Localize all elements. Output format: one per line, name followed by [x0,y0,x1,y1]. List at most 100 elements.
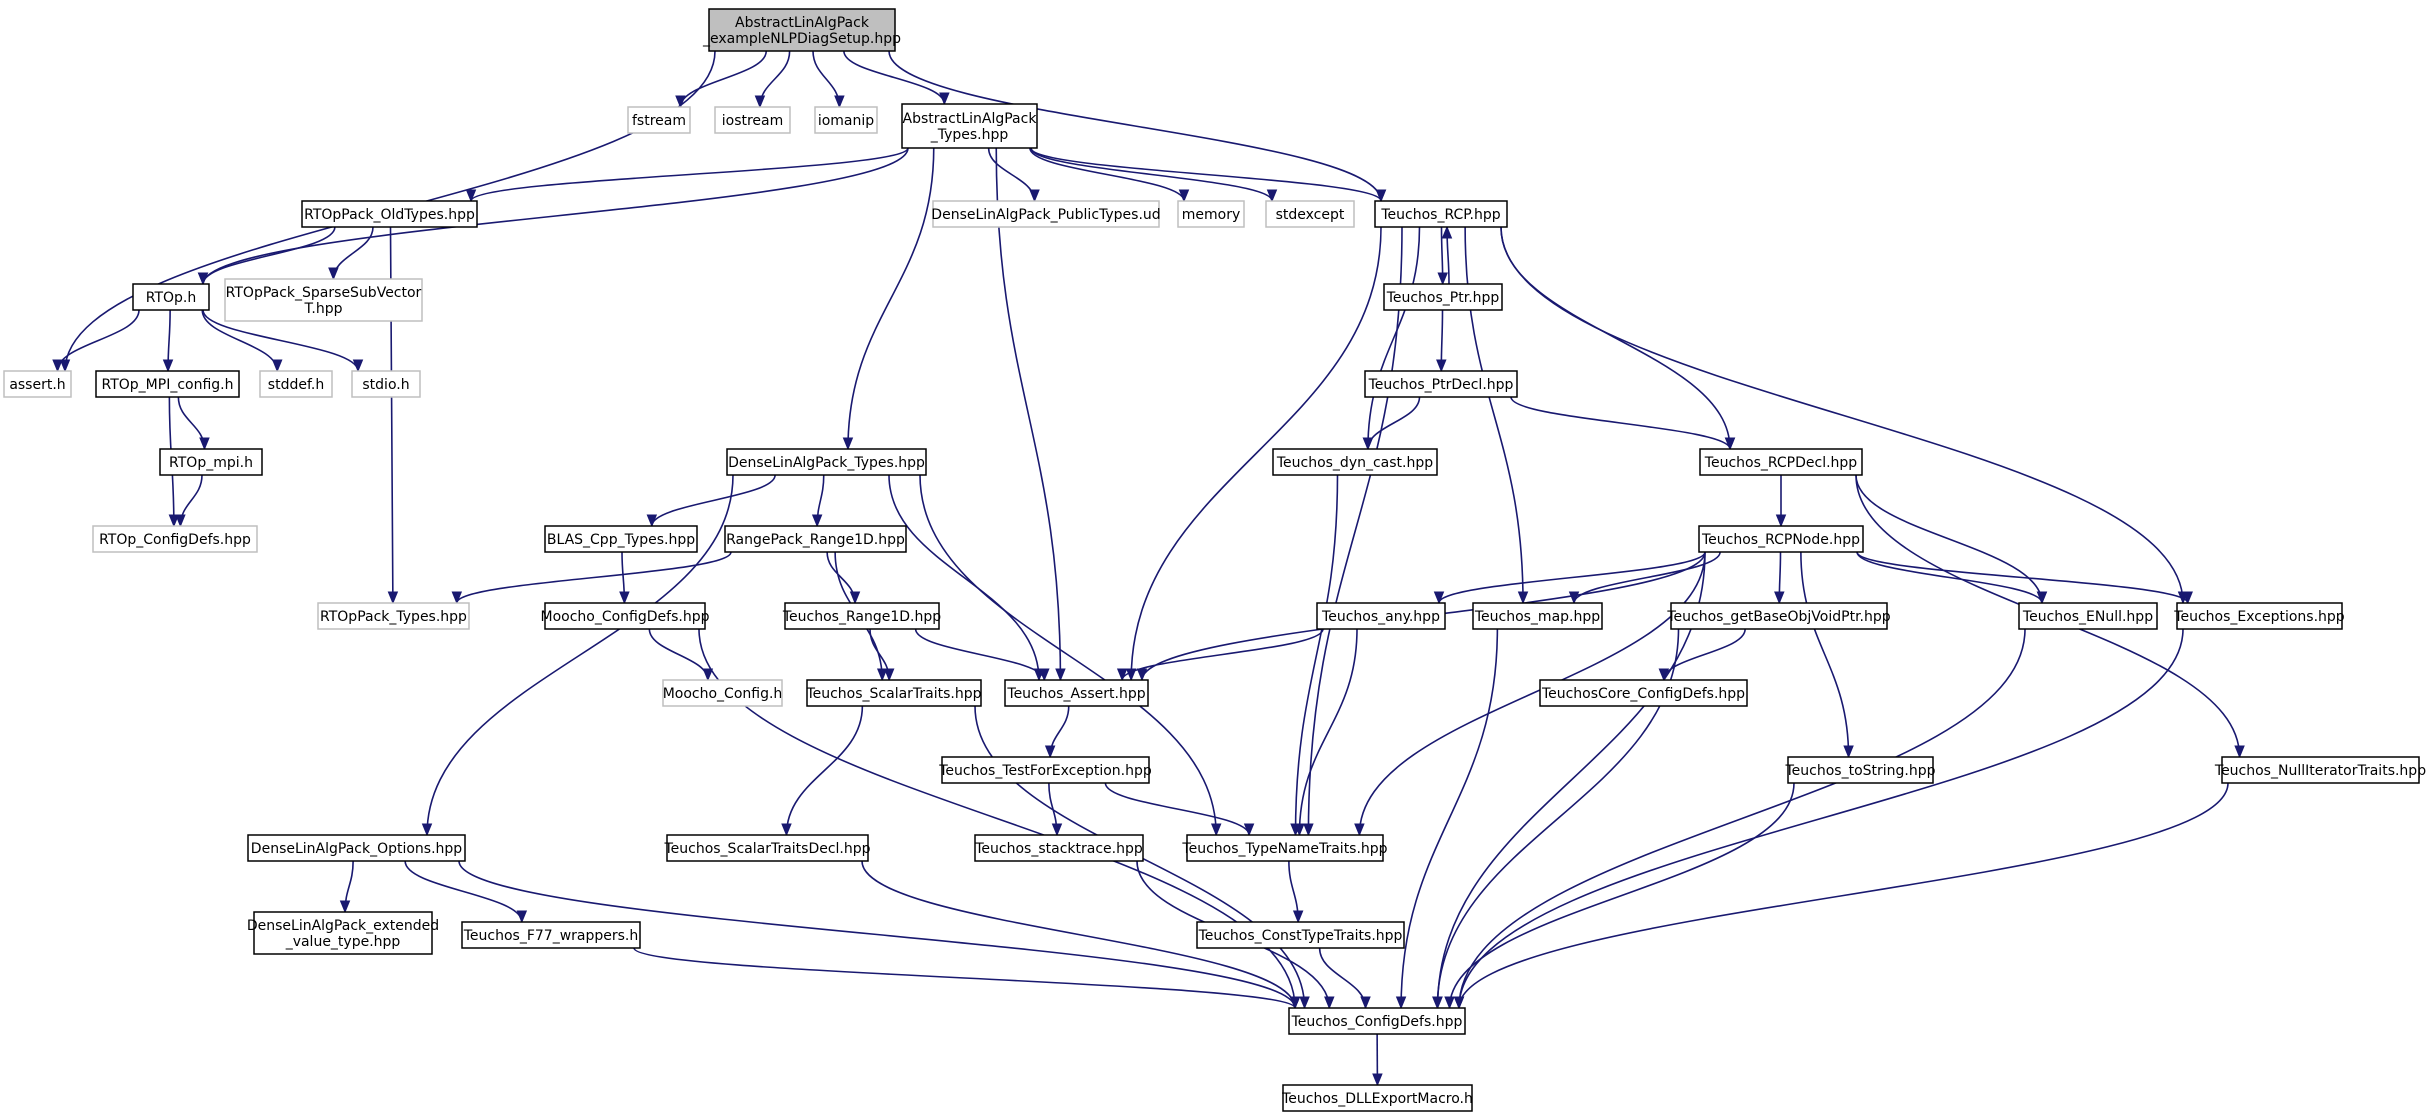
edge-nullIter-to-teuchosConfigDefs [1453,782,2229,1010]
edge-teuchosPtr-to-ptrDecl [1436,309,1447,373]
node-iomanip[interactable]: iomanip [814,106,878,134]
node-rtopPackTypes[interactable]: RTOpPack_Types.hpp [317,602,470,630]
node-memory[interactable]: memory [1177,200,1245,228]
node-label: Teuchos_RCPDecl.hpp [1704,455,1858,471]
node-scalarTraitsDecl[interactable]: Teuchos_ScalarTraitsDecl.hpp [663,834,871,862]
node-box [1288,1007,1466,1035]
edge-main-to-iomanip [812,50,845,109]
node-coreConfigDefs[interactable]: TeuchosCore_ConfigDefs.hpp [1539,679,1748,707]
node-box [1699,448,1863,476]
node-box [1374,200,1508,228]
node-box [974,834,1144,862]
node-nullIter[interactable]: Teuchos_NullIteratorTraits.hpp [2214,756,2426,784]
node-testForException[interactable]: Teuchos_TestForException.hpp [938,756,1152,784]
node-blasCpp[interactable]: BLAS_Cpp_Types.hpp [544,525,698,553]
node-typeNameTraits[interactable]: Teuchos_TypeNameTraits.hpp [1181,834,1388,862]
edge-arrowhead [1029,189,1040,203]
node-range1dPack[interactable]: RangePack_Range1D.hpp [724,525,907,553]
edge-teuchosRCP-to-dynCast [1362,226,1421,451]
node-scalarTraits[interactable]: Teuchos_ScalarTraits.hpp [805,679,982,707]
edge-line [847,147,935,450]
edge-alapTypes-to-memory [1029,147,1190,203]
edge-line [1367,396,1421,450]
node-alapTypes[interactable]: AbstractLinAlgPack_Types.hpp [901,103,1038,149]
node-constTypeTraits[interactable]: Teuchos_ConstTypeTraits.hpp [1196,921,1405,949]
edge-rcpNode-to-enull [1856,551,2048,605]
node-moochoConfigDefs[interactable]: Moocho_ConfigDefs.hpp [541,602,710,630]
node-box [259,370,333,398]
node-fstream[interactable]: fstream [627,106,691,134]
node-box [901,103,1038,149]
node-box [714,106,791,134]
node-box [95,370,240,398]
node-main[interactable]: AbstractLinAlgPack_exampleNLPDiagSetup.h… [702,8,901,52]
edge-main-to-alapTypes [843,50,950,106]
edge-getBaseObj-to-coreConfigDefs [1658,628,1746,682]
node-f77wrappers[interactable]: Teuchos_F77_wrappers.h [461,921,641,949]
edge-ptrDecl-to-dynCast [1362,396,1421,451]
node-denseUd[interactable]: DenseLinAlgPack_PublicTypes.ud [931,200,1161,228]
edge-arrowhead [421,823,433,837]
edge-teuchosPtr-to-teuchosRCP [1441,225,1453,285]
node-denseTypes[interactable]: DenseLinAlgPack_Types.hpp [726,448,927,476]
node-rtopOld[interactable]: RTOpPack_OldTypes.hpp [301,200,478,228]
node-label: RTOp_ConfigDefs.hpp [99,532,251,548]
edge-denseTypes-to-denseOptions [421,474,734,837]
node-teuchosMap[interactable]: Teuchos_map.hpp [1472,602,1603,630]
node-rtopConfigDefs[interactable]: RTOp_ConfigDefs.hpp [92,525,258,553]
node-box [627,106,691,134]
node-rcpNode[interactable]: Teuchos_RCPNode.hpp [1698,525,1864,553]
edge-testForException-to-stacktrace [1048,782,1063,837]
node-teuchosRCP[interactable]: Teuchos_RCP.hpp [1374,200,1508,228]
edge-line [651,474,776,527]
node-teuchosRange1D[interactable]: Teuchos_Range1D.hpp [782,602,941,630]
node-stdio[interactable]: stdio.h [351,370,421,398]
edge-arrowhead [175,514,186,528]
edge-arrowhead [1362,437,1374,451]
node-getBaseObj[interactable]: Teuchos_getBaseObjVoidPtr.hpp [1666,602,1891,630]
node-enull[interactable]: Teuchos_ENull.hpp [2018,602,2158,630]
node-teuchosAssert[interactable]: Teuchos_Assert.hpp [1004,679,1149,707]
node-exceptions[interactable]: Teuchos_Exceptions.hpp [2173,602,2345,630]
node-stdexcept[interactable]: stdexcept [1265,200,1355,228]
node-stacktrace[interactable]: Teuchos_stacktrace.hpp [974,834,1144,862]
node-stddef[interactable]: stddef.h [259,370,333,398]
edge-denseTypes-to-typeNameTraits [919,474,1222,837]
edge-arrowhead [1436,359,1447,373]
node-rcpDecl[interactable]: Teuchos_RCPDecl.hpp [1699,448,1863,476]
edge-arrowhead [2234,745,2245,759]
node-label: RangePack_Range1D.hpp [726,532,905,548]
node-toString[interactable]: Teuchos_toString.hpp [1784,756,1936,784]
node-asserth[interactable]: assert.h [3,370,72,398]
node-box [317,602,470,630]
node-dllExport[interactable]: Teuchos_DLLExportMacro.h [1281,1084,1473,1112]
edge-alapTypes-to-rtopOld [465,147,909,203]
node-label: RTOp_MPI_config.h [102,377,234,393]
edge-line [843,50,946,105]
edge-arrowhead [1843,745,1854,759]
node-teuchosPtr[interactable]: Teuchos_Ptr.hpp [1383,283,1503,311]
edge-rcpNode-to-toString [1800,551,1854,759]
node-rtoph[interactable]: RTOp.h [132,283,210,311]
node-label: Teuchos_F77_wrappers.h [463,928,639,944]
node-ptrDecl[interactable]: Teuchos_PtrDecl.hpp [1364,370,1518,398]
node-mpiConfig[interactable]: RTOp_MPI_config.h [95,370,240,398]
node-dynCast[interactable]: Teuchos_dyn_cast.hpp [1272,448,1438,476]
node-teuchosConfigDefs[interactable]: Teuchos_ConfigDefs.hpp [1288,1007,1466,1035]
node-denseOptions[interactable]: DenseLinAlgPack_Options.hpp [247,834,466,862]
edge-arrowhead [1441,225,1453,239]
edge-arrowhead [1658,668,1670,682]
node-label: Teuchos_dyn_cast.hpp [1276,455,1433,471]
edge-alapTypes-to-teuchosRCP [1030,147,1387,203]
edge-main-to-iostream [754,50,791,109]
edge-denseTypes-to-range1dPack [811,474,825,528]
node-denseExtended[interactable]: DenseLinAlgPack_extended_value_type.hpp [247,911,439,955]
node-teuchosAny[interactable]: Teuchos_any.hpp [1316,602,1446,630]
node-label: Teuchos_toString.hpp [1784,763,1935,779]
node-moochoConfig[interactable]: Moocho_Config.h [662,679,783,707]
edge-teuchosRange1D-to-teuchosAssert [914,628,1050,682]
node-iostream[interactable]: iostream [714,106,791,134]
node-box [724,525,907,553]
node-rtopMpi[interactable]: RTOp_mpi.h [159,448,263,476]
